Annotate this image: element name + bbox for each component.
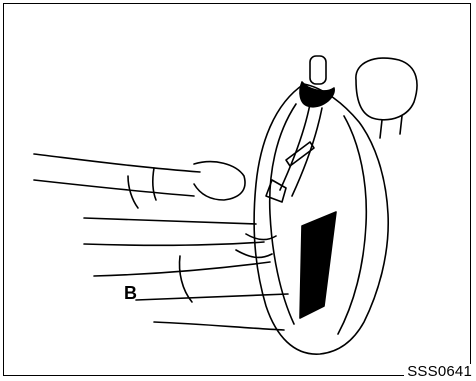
figure-frame: B xyxy=(3,3,471,376)
lower-arm-2 xyxy=(84,242,264,245)
headrest xyxy=(356,58,417,120)
headrest-post-left xyxy=(380,120,382,138)
arm-upper xyxy=(34,154,200,172)
cushion-line-1 xyxy=(94,262,270,276)
belt-guide xyxy=(300,82,334,107)
cushion-line-2 xyxy=(136,294,288,300)
cuff xyxy=(128,176,138,208)
cushion-line-3 xyxy=(154,322,284,330)
seatback-inner-right xyxy=(338,116,366,334)
shoulder-belt-line-1 xyxy=(280,104,310,190)
arm-lower xyxy=(34,180,194,196)
callout-letter: B xyxy=(124,283,137,303)
seatback-inner-left xyxy=(270,104,296,324)
seat-mark-1 xyxy=(236,250,272,257)
hand-outline xyxy=(194,162,245,200)
headrest-post-right xyxy=(400,116,402,134)
cushion-front xyxy=(180,256,193,302)
shoulder-belt-mesh xyxy=(300,212,336,318)
belt-anchor xyxy=(310,56,326,84)
sleeve-edge xyxy=(153,168,156,200)
figure-code: SSS0641 xyxy=(404,364,472,379)
seat-belt-illustration: B xyxy=(4,4,472,377)
lower-arm-1 xyxy=(84,218,256,224)
